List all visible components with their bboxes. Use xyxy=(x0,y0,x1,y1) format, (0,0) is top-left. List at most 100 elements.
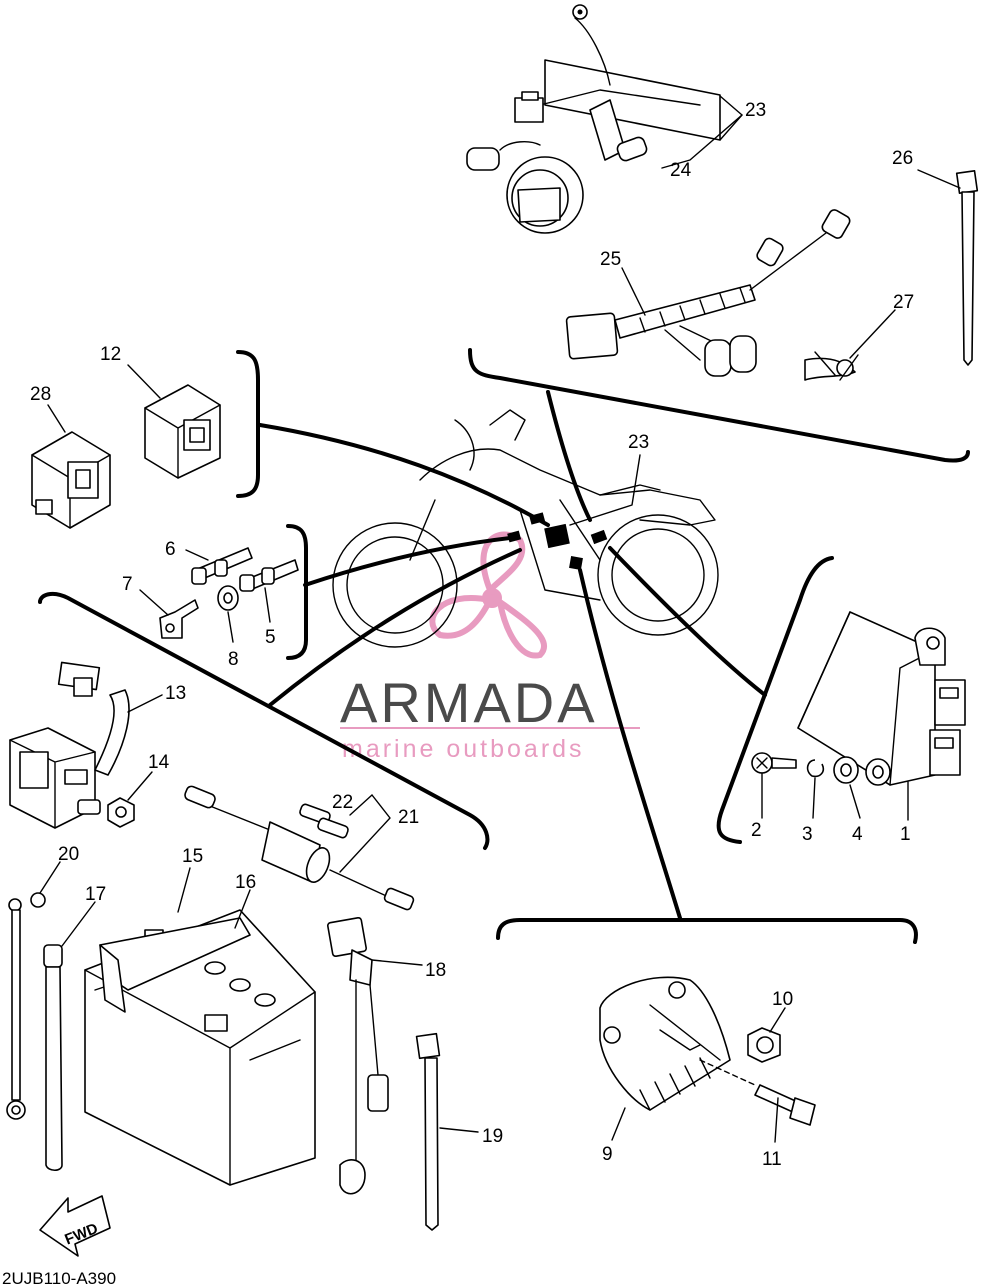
callout-23-top: 23 xyxy=(745,100,766,121)
callout-12: 12 xyxy=(100,344,121,365)
callout-25: 25 xyxy=(600,249,621,270)
leader-27 xyxy=(849,309,896,359)
part-21-fuse-holder xyxy=(184,785,415,911)
leader-22 xyxy=(349,794,373,816)
armada-logo-propeller-icon xyxy=(429,531,547,659)
bracket-12 xyxy=(236,350,260,498)
leader-5 xyxy=(264,587,271,623)
part-1-ecu xyxy=(797,611,966,786)
leader-20 xyxy=(39,861,61,894)
leader-9 xyxy=(578,568,682,920)
callout-2: 2 xyxy=(751,820,762,841)
leader-1 xyxy=(608,546,767,697)
leader-18 xyxy=(371,959,423,966)
callout-4: 4 xyxy=(852,824,863,845)
bracket-regulator xyxy=(496,918,918,944)
callout-26: 26 xyxy=(892,148,913,169)
bracket-ecu xyxy=(716,556,834,844)
leader-26 xyxy=(917,169,961,189)
leader-5-6 xyxy=(303,536,512,587)
leader-25 xyxy=(546,390,592,522)
part-23-wire-harness xyxy=(466,4,721,234)
callout-16: 16 xyxy=(235,872,256,893)
callout-13: 13 xyxy=(165,683,186,704)
callout-27: 27 xyxy=(893,292,914,313)
leader-16 xyxy=(234,889,251,929)
part-11-bolt xyxy=(754,1084,816,1126)
callout-8: 8 xyxy=(228,649,239,670)
part-2-screw xyxy=(751,752,797,774)
motorcycle-outline xyxy=(332,409,719,648)
callout-21: 21 xyxy=(398,807,419,828)
part-13-starter-relay xyxy=(9,661,130,829)
watermark-tagline: marine outboards xyxy=(342,735,585,763)
leader-10 xyxy=(769,1007,786,1033)
leader-23-center xyxy=(569,454,641,526)
leader-19 xyxy=(439,1127,479,1133)
leader-28 xyxy=(47,404,66,433)
callout-19: 19 xyxy=(482,1126,503,1147)
callout-24: 24 xyxy=(670,160,692,181)
watermark-brand: ARMADA xyxy=(340,671,598,734)
part-10-bolt xyxy=(747,1027,781,1063)
leader-17 xyxy=(61,901,96,947)
bracket-battery xyxy=(38,591,490,850)
diagram-code: 2UJB110-A390 xyxy=(2,1269,116,1287)
callout-1: 1 xyxy=(900,824,911,845)
part-28-relay xyxy=(31,431,111,529)
leader-9-line xyxy=(611,1107,626,1141)
leader-21 xyxy=(339,794,391,873)
part-27-clamp xyxy=(804,351,859,381)
bracket-top xyxy=(468,348,970,463)
leader-12-line xyxy=(127,364,161,399)
callout-18: 18 xyxy=(425,960,446,981)
part-17-positive-lead xyxy=(43,944,63,1172)
callout-7: 7 xyxy=(122,574,133,595)
part-8-washer xyxy=(217,585,239,611)
callout-9: 9 xyxy=(602,1144,613,1165)
part-20-negative-lead xyxy=(6,892,46,1120)
callout-3: 3 xyxy=(802,824,813,845)
bracket-5-8 xyxy=(286,524,308,660)
callout-14: 14 xyxy=(148,752,170,773)
part-14-nut xyxy=(107,797,135,828)
part-3-lock-washer xyxy=(806,759,825,778)
part-5-fitting xyxy=(239,559,299,592)
part-6-fitting xyxy=(191,547,253,585)
part-18-lead xyxy=(326,916,389,1195)
leader-10-dashed xyxy=(699,1059,756,1086)
callout-11: 11 xyxy=(762,1149,782,1170)
part-19-cable-tie xyxy=(415,1032,441,1231)
leader-15 xyxy=(177,867,191,913)
part-26-cable-tie xyxy=(955,170,979,366)
leader-11 xyxy=(774,1097,779,1143)
leader-7 xyxy=(139,589,169,616)
callout-5: 5 xyxy=(265,627,276,648)
callout-22: 22 xyxy=(332,792,353,813)
leader-6 xyxy=(185,549,209,561)
part-16-battery-band xyxy=(99,917,251,1013)
leader-24 xyxy=(661,114,743,169)
part-12-relay xyxy=(144,384,221,479)
callout-15: 15 xyxy=(182,846,203,867)
leader-3 xyxy=(812,777,816,819)
part-4-washer xyxy=(833,756,891,786)
callout-10: 10 xyxy=(772,989,793,1010)
callout-23-center: 23 xyxy=(628,432,649,453)
part-7-bracket xyxy=(159,599,199,639)
leader-4 xyxy=(849,784,861,819)
leader-25-line xyxy=(621,267,646,316)
callout-17: 17 xyxy=(85,884,106,905)
leader-12 xyxy=(258,423,550,527)
leader-13-line xyxy=(127,694,163,713)
fwd-arrow-icon: FWD xyxy=(39,1195,111,1257)
leader-23-top xyxy=(719,95,743,141)
leader-14 xyxy=(127,771,153,801)
leader-8 xyxy=(227,611,234,643)
callout-20: 20 xyxy=(58,844,79,865)
callout-28: 28 xyxy=(30,384,51,405)
part-25-sub-harness xyxy=(565,209,851,377)
part-9-rectifier-regulator xyxy=(599,976,731,1111)
callout-6: 6 xyxy=(165,539,176,560)
